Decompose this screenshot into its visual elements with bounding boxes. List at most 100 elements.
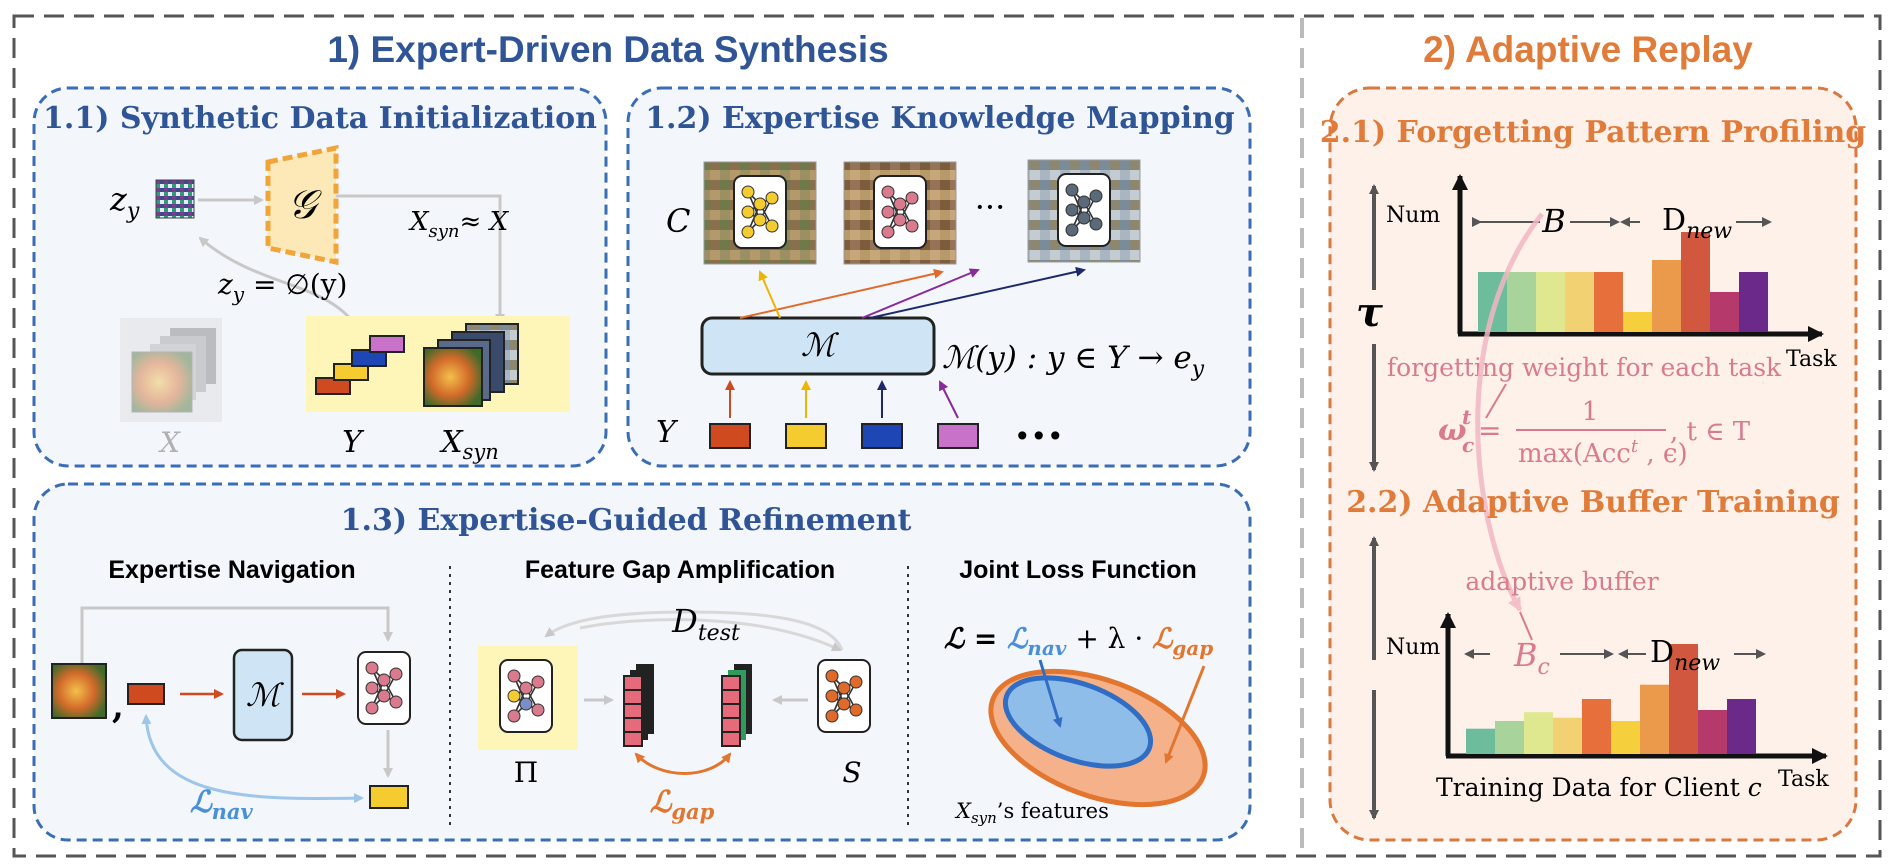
nav-output bbox=[369, 785, 409, 809]
mapping-symbol: ℳ bbox=[801, 326, 840, 364]
omega-formula: ω c t = 1 max(Acct , ϵ) , t ∈ T bbox=[1438, 397, 1751, 469]
panel-2-1-title: 2.1) Forgetting Pattern Profiling bbox=[1320, 115, 1867, 150]
task-bar bbox=[1553, 717, 1582, 754]
panel-2-2-title: 2.2) Adaptive Buffer Training bbox=[1346, 485, 1840, 520]
task-bar bbox=[1466, 728, 1495, 754]
task-bar bbox=[1623, 312, 1652, 332]
features-label: Xsyn’s features bbox=[954, 799, 1109, 827]
task-bar bbox=[1565, 272, 1594, 332]
weight-note: forgetting weight for each task bbox=[1387, 353, 1782, 382]
panel-1-1-title: 1.1) Synthetic Data Initialization bbox=[43, 101, 597, 136]
task-bar bbox=[1640, 684, 1669, 754]
svg-text:max(Acct , ϵ): max(Acct , ϵ) bbox=[1518, 436, 1688, 469]
nav-ellipse-arrow bbox=[1038, 659, 1063, 728]
nav-comma: , bbox=[112, 687, 124, 727]
outer-frame bbox=[12, 14, 1882, 858]
svg-text:c: c bbox=[1462, 433, 1474, 457]
mapping-formula: ℳ(y) : y ∈ Y → ey bbox=[942, 340, 1205, 382]
panel-1-2-title: 1.2) Expertise Knowledge Mapping bbox=[645, 101, 1235, 136]
s-network bbox=[817, 659, 871, 733]
nav-m-symbol: ℳ bbox=[246, 676, 285, 714]
dnew-label-2: Dnew bbox=[1650, 635, 1720, 676]
task-bar bbox=[1669, 644, 1698, 754]
nav-image bbox=[51, 663, 107, 719]
weight-pointer bbox=[1485, 383, 1507, 419]
generator-box bbox=[265, 144, 339, 266]
svg-text:=: = bbox=[1478, 414, 1501, 447]
buffer-flow-arrow bbox=[1475, 212, 1544, 612]
arrow-m-grid1 bbox=[758, 270, 781, 319]
nav-title: Expertise Navigation bbox=[108, 556, 355, 584]
dtest-label: Dtest bbox=[671, 602, 740, 646]
task-label-2: Task bbox=[1778, 767, 1829, 792]
approx-label: Xsyn≈ X bbox=[408, 207, 510, 242]
y-label-mapping: Y bbox=[656, 415, 679, 450]
synthetic-images bbox=[423, 323, 519, 407]
tau-label: τ bbox=[1356, 289, 1383, 336]
pi-label: Π bbox=[514, 756, 538, 789]
y-purple bbox=[937, 423, 979, 449]
task-bar bbox=[1495, 721, 1524, 754]
nav-label bbox=[127, 683, 165, 705]
y-red bbox=[709, 423, 751, 449]
ellipsis-top: ··· bbox=[975, 188, 1006, 226]
part2-title: 2) Adaptive Replay bbox=[1423, 29, 1753, 70]
xsyn-label: Xsyn bbox=[439, 425, 499, 464]
nav-network bbox=[357, 651, 411, 725]
c-label: C bbox=[666, 202, 690, 240]
nav-loss-label: ℒnav bbox=[190, 785, 253, 824]
s-features bbox=[721, 664, 752, 747]
x-label: X bbox=[158, 426, 181, 459]
label-purple bbox=[369, 335, 405, 353]
bc-label: Bc bbox=[1513, 636, 1550, 680]
b-label: B bbox=[1541, 202, 1566, 240]
arrow-g-to-xsyn bbox=[336, 194, 505, 324]
dtest-arrow-left bbox=[544, 610, 844, 651]
dtest-arrow-right bbox=[579, 618, 842, 652]
nav-ellipse bbox=[1002, 675, 1154, 769]
joint-formula: ℒ = ℒnav + λ · ℒgap bbox=[944, 622, 1213, 660]
gap-ellipse-arrow bbox=[1164, 665, 1206, 764]
task-bar bbox=[1710, 292, 1739, 332]
task-bar bbox=[1524, 712, 1553, 754]
task-bar bbox=[1681, 232, 1710, 332]
gap-loss-label: ℒgap bbox=[650, 785, 715, 824]
y-blue bbox=[861, 423, 903, 449]
arrow-m-grid3 bbox=[869, 266, 1086, 319]
arrow-m-dots bbox=[861, 268, 980, 319]
y-yellow bbox=[785, 423, 827, 449]
task-bar bbox=[1698, 710, 1727, 754]
real-images bbox=[120, 318, 222, 422]
pi-network bbox=[499, 659, 553, 733]
bars-chart-2 bbox=[1466, 644, 1756, 754]
gap-title: Feature Gap Amplification bbox=[525, 556, 835, 584]
svg-text:, t ∈ T: , t ∈ T bbox=[1670, 417, 1751, 447]
task-bar bbox=[1582, 699, 1611, 754]
task-bar bbox=[1652, 260, 1681, 332]
panel-1-2 bbox=[626, 86, 1252, 468]
init-label: zy = ∅(y) bbox=[217, 268, 347, 306]
arrow-m-grid2 bbox=[739, 268, 944, 319]
class-grid-3 bbox=[1027, 159, 1141, 263]
panel-1-3-title: 1.3) Expertise-Guided Refinement bbox=[341, 503, 912, 538]
class-grid-1 bbox=[703, 161, 817, 265]
pi-features bbox=[623, 664, 654, 747]
svg-text:1: 1 bbox=[1582, 397, 1599, 427]
mapping-box bbox=[700, 316, 936, 376]
joint-title: Joint Loss Function bbox=[959, 556, 1197, 584]
zy-label: zy bbox=[109, 180, 140, 224]
footer-label: Training Data for Client c bbox=[1436, 773, 1762, 802]
task-bar bbox=[1536, 272, 1565, 332]
y-label: Y bbox=[342, 425, 365, 460]
part1-title: 1) Expert-Driven Data Synthesis bbox=[327, 29, 888, 70]
bars-chart-1 bbox=[1478, 232, 1768, 332]
task-bar bbox=[1611, 721, 1640, 754]
class-grid-2 bbox=[843, 161, 957, 265]
s-label: S bbox=[842, 756, 861, 789]
svg-text:t: t bbox=[1462, 405, 1472, 429]
arrow-y4 bbox=[939, 380, 959, 419]
task-bar bbox=[1507, 272, 1536, 332]
num-label-1: Num bbox=[1386, 203, 1440, 228]
task-bar bbox=[1739, 272, 1768, 332]
